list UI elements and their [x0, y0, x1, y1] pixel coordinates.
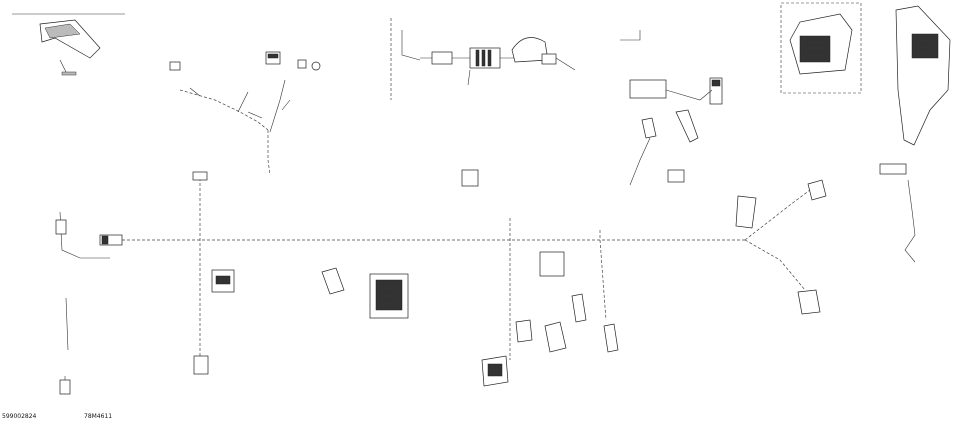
trunk-connectors — [55, 169, 827, 387]
inset-fuse-box — [780, 2, 862, 94]
bottom-left-parts — [59, 297, 71, 395]
inset-top-center — [390, 18, 576, 100]
footer-center-code: 78M4611 — [84, 413, 112, 420]
inset-connector-top-left — [12, 13, 125, 76]
footer-left-code: 599002824 — [2, 413, 37, 420]
upper-left-harness-cluster — [169, 51, 321, 176]
right-edge-assembly — [879, 5, 951, 263]
upper-right-cluster — [620, 30, 723, 186]
main-harness-trunk — [59, 178, 811, 360]
